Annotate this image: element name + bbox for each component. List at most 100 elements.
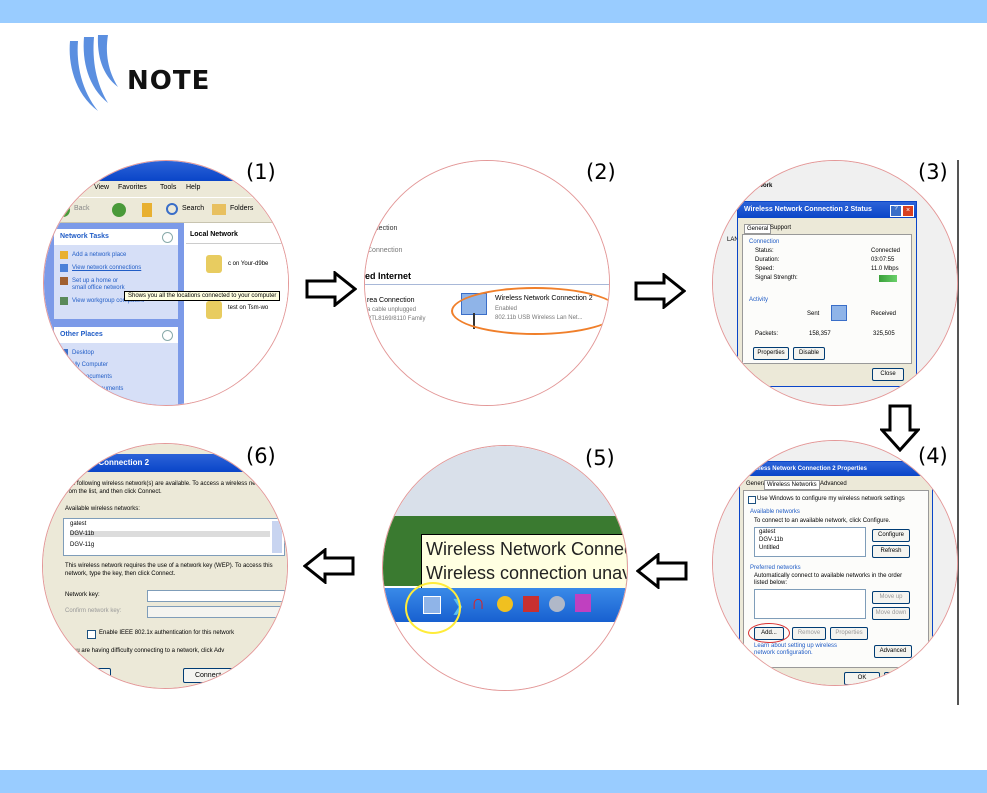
packets-label: Packets: [755,331,779,337]
available-label: Available wireless networks: [65,506,140,512]
remove-button[interactable]: Remove [792,627,826,640]
home-network-icon [60,277,68,285]
task-setup-home-network[interactable]: Set up a home or small office network [72,278,125,291]
received-label: Received [871,311,897,317]
move-down-button[interactable]: Move down [872,607,910,620]
tooltip-line-1: Wireless Network Connec [426,539,628,559]
task-view-network-connections[interactable]: View network connections [72,265,142,271]
available-help: To connect to an available network, clic… [754,518,891,524]
advanced-button[interactable]: Advanced [874,645,912,658]
lan-connection-name[interactable]: rea Connection [367,297,415,304]
cancel-button[interactable]: Cancel [884,672,920,685]
learn-link[interactable]: Learn about setting up wireless network … [754,643,838,656]
back-label: Back [74,205,90,212]
place-my-documents[interactable]: My Documents [72,374,113,380]
globe-icon[interactable] [497,596,513,612]
local-network-heading: Local Network [190,231,238,238]
menu-bar: Edit View Favorites Tools Help [44,181,288,197]
arrow-right-icon [634,273,686,309]
media-icon[interactable] [575,594,591,612]
collapse-icon[interactable] [162,330,173,341]
network-tasks-heading: Network Tasks [60,233,109,240]
step-number-1: (1) [246,160,276,184]
place-shared-documents[interactable]: Shared Documents [72,386,124,392]
menu-help[interactable]: Help [186,184,201,191]
network-tasks-panel: Network Tasks Add a network place View n… [54,229,178,319]
properties-button[interactable]: Properties [830,627,868,640]
network-item[interactable]: Untitled [759,545,780,551]
menu-edit[interactable]: Edit [72,184,85,191]
configure-checkbox[interactable] [748,496,756,504]
step-2-screenshot: onnection Connection ed Internet rea Con… [364,160,610,406]
move-up-button[interactable]: Move up [872,591,910,604]
connect-button[interactable]: Connect [183,668,233,683]
place-desktop[interactable]: Desktop [72,350,95,356]
row-value: 11.0 Mbps [871,266,899,272]
antivirus-icon[interactable]: ∩ [471,592,486,614]
close-icon[interactable]: × [902,205,914,217]
network-item[interactable]: gatest [70,521,87,527]
menu-tools[interactable]: Tools [160,184,177,191]
ieee-8021x-checkbox[interactable] [87,630,96,639]
confirm-key-input[interactable] [147,606,285,618]
folders-button[interactable]: Folders [230,205,254,212]
menu-favorites[interactable]: Favorites [118,184,147,191]
task-add-network-place[interactable]: Add a network place [72,252,127,258]
place-my-computer[interactable]: My Computer [72,362,109,368]
shared-folder-icon [206,255,222,273]
wep-note: This wireless network requires the use o… [65,563,273,577]
forward-icon[interactable] [112,203,126,217]
network-key-label: Network key: [65,592,100,598]
add-place-icon [60,251,68,259]
row-value: 03:07:55 [871,257,895,263]
section-heading: ed Internet [365,271,412,281]
available-networks-list[interactable]: gatest DGV-11b Untitled [754,527,866,557]
other-places-panel: Other Places Desktop My Computer My Docu… [54,327,178,405]
activity-heading: Activity [749,297,769,303]
properties-button[interactable]: Properties [753,347,789,360]
share-item[interactable]: c on Your-d9be [228,261,269,267]
step-number-4: (4) [918,444,948,468]
step-number-2: (2) [586,160,616,184]
menu-view[interactable]: View [94,184,110,191]
network-item[interactable]: DGV-11b [759,537,784,543]
connections-icon [60,264,68,272]
close-button[interactable]: Close [872,368,904,381]
network-item[interactable]: DGV-11g [70,542,95,548]
tab-general[interactable]: General [744,224,772,234]
tab-general[interactable]: General [746,481,768,487]
row-value: Connected [871,248,901,254]
back-icon[interactable] [56,203,70,217]
tab-wireless-networks[interactable]: Wireless Networks [764,480,820,490]
speaker-icon[interactable] [549,596,565,612]
network-error-icon[interactable] [523,596,539,612]
wireless-network-list[interactable]: gatest DGV-11b DGV-11g [63,518,285,556]
network-item[interactable]: DGV-11b [70,531,270,537]
up-folder-icon[interactable] [142,203,152,217]
search-icon[interactable] [166,203,178,215]
highlight-ellipse [451,287,609,335]
folders-icon[interactable] [212,204,226,215]
tab-support[interactable]: Support [770,225,792,231]
collapse-icon[interactable] [162,232,173,243]
disable-button[interactable]: Disable [793,347,825,360]
ok-button[interactable]: OK [844,672,880,685]
search-button[interactable]: Search [182,205,205,212]
help-icon[interactable]: ? [890,205,902,217]
configure-button[interactable]: Configure [872,529,910,542]
tab-advanced[interactable]: Advanced [820,481,847,487]
network-item[interactable]: gatest [759,529,776,535]
share-item[interactable]: test on Tsm-wo [228,305,269,311]
page-title: NOTE [127,66,211,96]
preferred-networks-list[interactable] [754,589,866,619]
connection-line: onnection [367,225,398,232]
task-pane: Network Tasks Add a network place View n… [44,223,184,405]
activity-computer-icon [831,305,847,321]
list-scrollbar[interactable] [272,521,282,553]
configure-checkbox-label: Use Windows to configure my wireless net… [757,496,905,502]
arrow-left-icon [636,553,688,589]
network-key-input[interactable] [147,590,285,602]
task-view-workgroup[interactable]: View workgroup computers [72,298,145,304]
advanced-button[interactable]: dvanced... [57,668,111,683]
refresh-button[interactable]: Refresh [872,545,910,558]
